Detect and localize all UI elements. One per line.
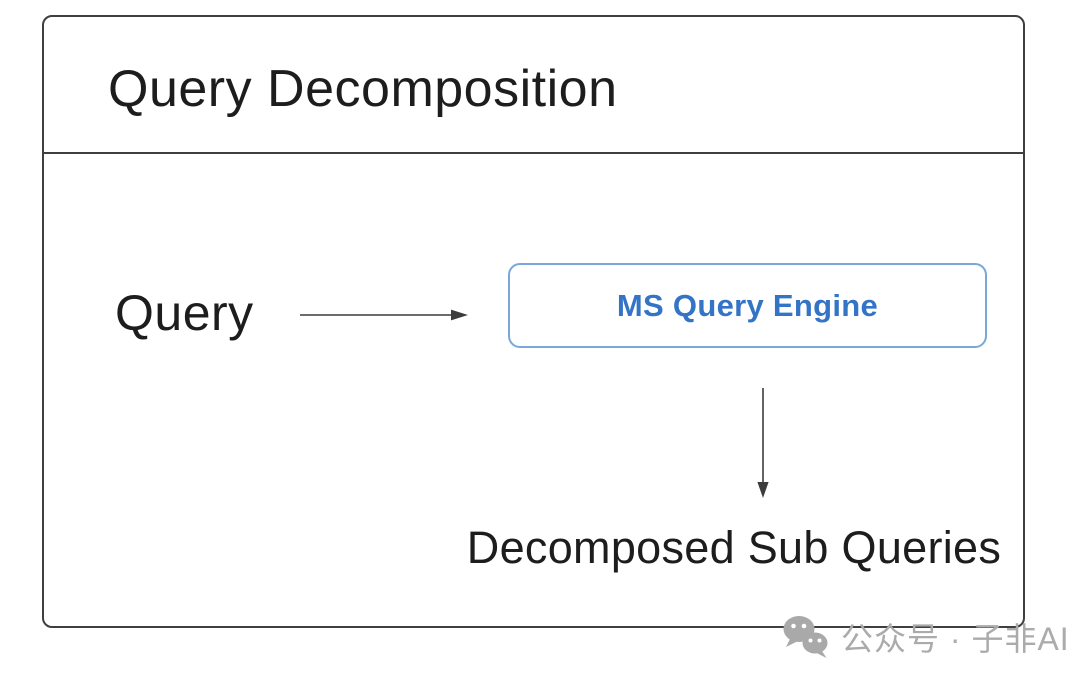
wechat-icon bbox=[783, 616, 828, 658]
diagram-header: Query Decomposition bbox=[44, 17, 1023, 154]
engine-node-label: MS Query Engine bbox=[616, 287, 879, 323]
watermark-text: 公众号 · 子非AI bbox=[841, 621, 1070, 657]
query-node-label: Query bbox=[115, 285, 254, 341]
diagram-title: Query Decomposition bbox=[108, 59, 618, 118]
engine-node: MS Query Engine bbox=[508, 263, 987, 348]
output-node-label: Decomposed Sub Queries bbox=[466, 522, 1002, 573]
watermark: 公众号 · 子非AI bbox=[781, 610, 1070, 664]
